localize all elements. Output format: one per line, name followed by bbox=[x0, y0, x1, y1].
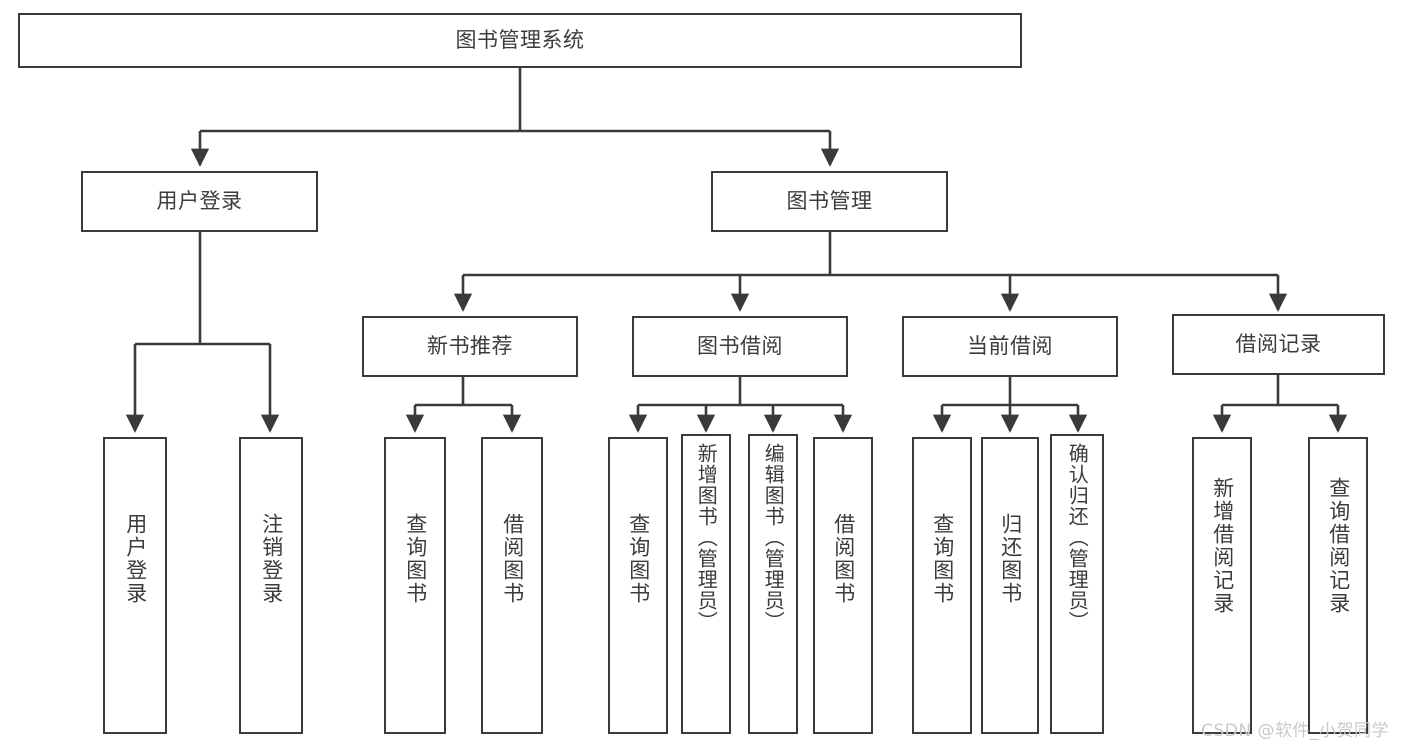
node-book-manage[interactable]: 图书管理 bbox=[711, 171, 948, 232]
node-leaf-return-book-label: 归还图书 bbox=[998, 513, 1023, 605]
node-leaf-edit-book-label: 编辑图书（管理员） bbox=[761, 443, 786, 632]
node-leaf-logout[interactable]: 注销登录 bbox=[239, 437, 303, 734]
node-leaf-add-book[interactable]: 新增图书（管理员） bbox=[681, 434, 731, 734]
node-leaf-query-book-3[interactable]: 查询图书 bbox=[912, 437, 972, 734]
node-current-borrow[interactable]: 当前借阅 bbox=[902, 316, 1118, 377]
node-user-login-label: 用户登录 bbox=[156, 189, 243, 214]
node-leaf-borrow-book-1[interactable]: 借阅图书 bbox=[481, 437, 543, 734]
node-leaf-query-book-2[interactable]: 查询图书 bbox=[608, 437, 668, 734]
node-leaf-borrow-book-2-label: 借阅图书 bbox=[831, 513, 856, 605]
node-leaf-logout-label: 注销登录 bbox=[259, 513, 284, 605]
node-new-book-recommend-label: 新书推荐 bbox=[427, 334, 513, 359]
node-leaf-query-book-2-label: 查询图书 bbox=[626, 513, 651, 605]
node-leaf-user-login-label: 用户登录 bbox=[123, 513, 148, 605]
node-root[interactable]: 图书管理系统 bbox=[18, 13, 1022, 68]
node-leaf-return-book[interactable]: 归还图书 bbox=[981, 437, 1039, 734]
node-leaf-add-record[interactable]: 新增借阅记录 bbox=[1192, 437, 1252, 734]
node-leaf-query-record-label: 查询借阅记录 bbox=[1326, 477, 1351, 615]
node-book-manage-label: 图书管理 bbox=[786, 189, 873, 214]
node-borrow-record-label: 借阅记录 bbox=[1235, 332, 1322, 357]
node-leaf-confirm-return-label: 确认归还（管理员） bbox=[1065, 443, 1090, 632]
node-leaf-add-record-label: 新增借阅记录 bbox=[1210, 477, 1235, 615]
node-leaf-borrow-book-2[interactable]: 借阅图书 bbox=[813, 437, 873, 734]
node-book-borrow[interactable]: 图书借阅 bbox=[632, 316, 848, 377]
node-leaf-confirm-return[interactable]: 确认归还（管理员） bbox=[1050, 434, 1104, 734]
node-current-borrow-label: 当前借阅 bbox=[967, 334, 1053, 359]
node-leaf-query-record[interactable]: 查询借阅记录 bbox=[1308, 437, 1368, 734]
node-leaf-add-book-label: 新增图书（管理员） bbox=[694, 443, 719, 632]
node-leaf-edit-book[interactable]: 编辑图书（管理员） bbox=[748, 434, 798, 734]
node-borrow-record[interactable]: 借阅记录 bbox=[1172, 314, 1385, 375]
node-new-book-recommend[interactable]: 新书推荐 bbox=[362, 316, 578, 377]
node-leaf-borrow-book-1-label: 借阅图书 bbox=[500, 513, 525, 605]
csdn-watermark: CSDN @软件_小贺同学 bbox=[1201, 721, 1389, 741]
node-leaf-query-book-1[interactable]: 查询图书 bbox=[384, 437, 446, 734]
node-leaf-query-book-1-label: 查询图书 bbox=[403, 513, 428, 605]
node-leaf-query-book-3-label: 查询图书 bbox=[930, 513, 955, 605]
node-root-label: 图书管理系统 bbox=[455, 28, 585, 53]
node-leaf-user-login[interactable]: 用户登录 bbox=[103, 437, 167, 734]
node-book-borrow-label: 图书借阅 bbox=[697, 334, 783, 359]
node-user-login[interactable]: 用户登录 bbox=[81, 171, 318, 232]
